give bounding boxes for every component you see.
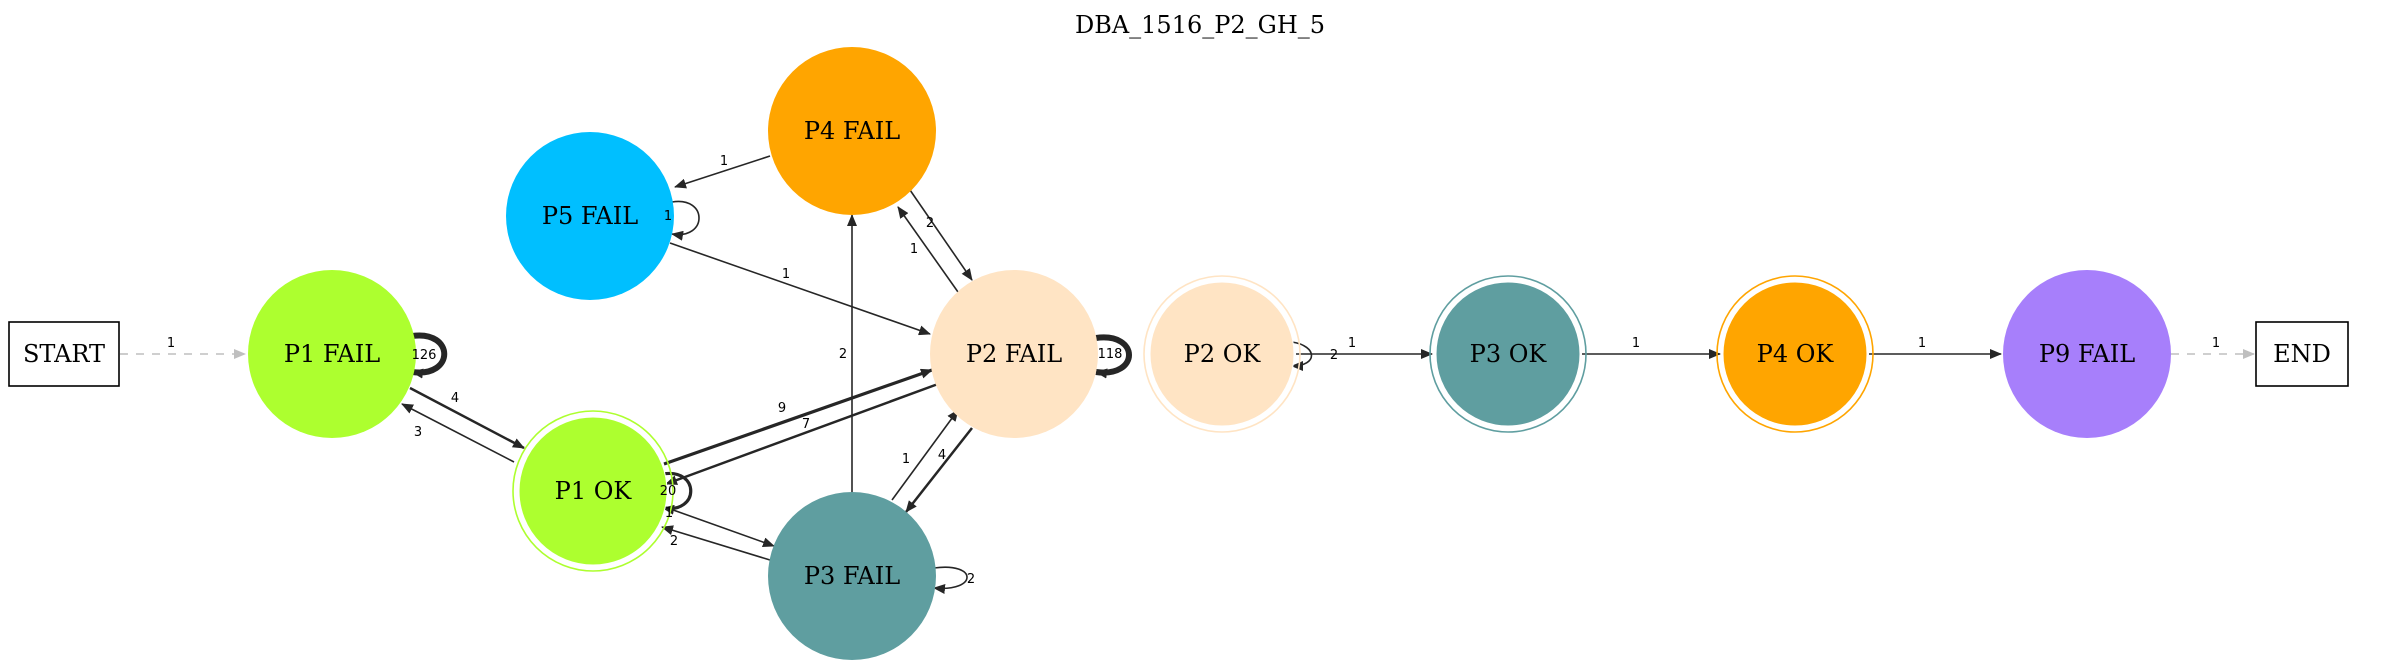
node-p2fail-circle [930, 270, 1098, 438]
node-p2ok-outer-ring [1143, 275, 1301, 433]
node-p1ok-outer-ring [512, 410, 674, 572]
edge-p1ok-to-p1ok [662, 471, 693, 515]
edge-p1fail-to-p1ok [409, 386, 525, 450]
node-p2fail[interactable]: P2 FAIL [930, 270, 1098, 438]
node-p3ok-outer-ring [1429, 275, 1587, 433]
edge-p2fail-to-p4fail [897, 206, 959, 293]
edge-p3fail-to-p3fail [933, 566, 968, 594]
node-p4fail-circle [768, 47, 936, 215]
node-p3ok-circle [1435, 281, 1581, 427]
node-start-label: START [23, 340, 105, 368]
edge-label-p2fail-to-p4fail: 1 [910, 242, 918, 257]
node-p4ok-circle [1722, 281, 1868, 427]
edge-label-p1ok-to-p1ok: 20 [660, 484, 677, 499]
edge-label-p3ok-to-p4ok: 1 [1632, 336, 1640, 351]
edge-label-p3fail-to-p4fail: 2 [839, 347, 847, 362]
node-p3fail-label: P3 FAIL [804, 562, 900, 590]
edge-p1ok-to-p2fail [663, 368, 933, 466]
edge-label-p5fail-to-p5fail: 1 [664, 209, 672, 224]
edge-label-p2fail-to-p1ok: 7 [802, 417, 810, 432]
edge-label-p4fail-to-p5fail: 1 [720, 154, 728, 169]
node-p9fail-label: P9 FAIL [2039, 340, 2135, 368]
node-start-box [8, 321, 120, 387]
edge-p4fail-to-p2fail [909, 189, 973, 281]
node-p5fail[interactable]: P5 FAIL [506, 132, 674, 300]
node-p9fail-circle [2003, 270, 2171, 438]
node-p3ok[interactable]: P3 OK [1429, 275, 1587, 433]
node-start[interactable]: START [8, 321, 120, 387]
edge-label-p2ok-to-p3ok: 1 [1348, 336, 1356, 351]
edge-label-p1fail-to-p1fail: 126 [412, 348, 437, 363]
edge-p2fail-to-p1ok [665, 382, 939, 486]
node-p5fail-label: P5 FAIL [542, 202, 638, 230]
node-p2ok-circle [1149, 281, 1295, 427]
edge-label-start-to-p1fail: 1 [167, 336, 175, 351]
edge-label-p2fail-to-p2fail: 118 [1098, 347, 1123, 362]
edge-p5fail-to-p5fail [671, 200, 700, 241]
edge-label-p3fail-to-p1ok: 2 [670, 534, 678, 549]
node-p2fail-label: P2 FAIL [966, 340, 1062, 368]
edge-label-p1fail-to-p1ok: 4 [451, 391, 459, 406]
edge-label-p1ok-to-p3fail: 1 [665, 506, 673, 521]
node-p4ok-label: P4 OK [1757, 340, 1835, 368]
node-p1fail[interactable]: P1 FAIL [248, 270, 416, 438]
node-p4ok[interactable]: P4 OK [1716, 275, 1874, 433]
edges-layer [120, 155, 2255, 594]
node-p1fail-label: P1 FAIL [284, 340, 380, 368]
edge-label-p2fail-to-p3fail: 4 [938, 448, 946, 463]
edge-p2fail-to-p3fail [905, 427, 973, 513]
node-p2ok[interactable]: P2 OK [1143, 275, 1301, 433]
node-p3fail-circle [768, 492, 936, 660]
edge-p4fail-to-p5fail [674, 155, 771, 189]
node-p2ok-label: P2 OK [1184, 340, 1262, 368]
edge-p3fail-to-p1ok [661, 525, 771, 561]
edge-label-p2ok-to-p2ok: 2 [1330, 348, 1338, 363]
edge-p5fail-to-p2fail [669, 242, 931, 336]
node-p1ok[interactable]: P1 OK [512, 410, 674, 572]
edge-p1ok-to-p1fail [401, 403, 515, 463]
node-end-box [2255, 321, 2349, 387]
node-p9fail[interactable]: P9 FAIL [2003, 270, 2171, 438]
edge-p2fail-to-p2fail [1095, 334, 1132, 379]
node-p1ok-circle [518, 416, 668, 566]
node-end[interactable]: END [2255, 321, 2349, 387]
node-p1ok-label: P1 OK [555, 477, 633, 505]
edge-label-p1ok-to-p1fail: 3 [414, 425, 422, 440]
edge-label-p5fail-to-p2fail: 1 [782, 267, 790, 282]
edge-label-p3fail-to-p2fail: 1 [902, 452, 910, 467]
node-p4fail-label: P4 FAIL [804, 117, 900, 145]
edge-label-p1ok-to-p2fail: 9 [778, 401, 786, 416]
edge-p3fail-to-p2fail [891, 409, 959, 501]
edge-label-p4fail-to-p2fail: 2 [926, 216, 934, 231]
node-p4ok-outer-ring [1716, 275, 1874, 433]
nodes-layer: START END P1 FAIL P1 OK P5 FAIL P4 FAIL P2 FAI… [8, 47, 2349, 660]
node-end-label: END [2273, 340, 2331, 368]
edge-p1ok-to-p3fail [661, 505, 775, 548]
node-p3ok-label: P3 OK [1470, 340, 1548, 368]
edge-label-p9fail-to-end: 1 [2212, 336, 2220, 351]
edge-label-p4ok-to-p9fail: 1 [1918, 336, 1926, 351]
node-p4fail[interactable]: P4 FAIL [768, 47, 936, 215]
node-p1fail-circle [248, 270, 416, 438]
graph-title: DBA_1516_P2_GH_5 [1075, 11, 1325, 39]
node-p5fail-circle [506, 132, 674, 300]
edge-p1fail-to-p1fail [411, 332, 448, 379]
edge-label-p3fail-to-p3fail: 2 [967, 572, 975, 587]
node-p3fail[interactable]: P3 FAIL [768, 492, 936, 660]
